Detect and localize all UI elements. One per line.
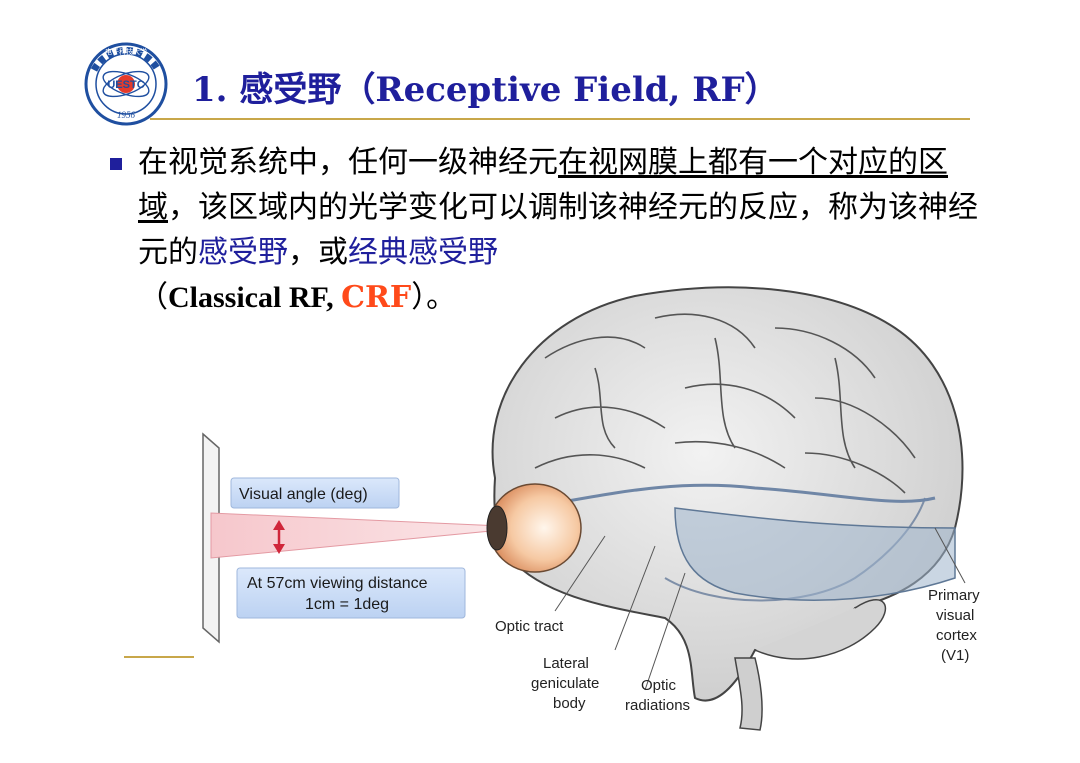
text-segment: （ bbox=[138, 280, 168, 315]
v1-label-line2: visual bbox=[936, 607, 974, 624]
text-segment: ）。 bbox=[411, 280, 457, 315]
term-classical-rf: 经典感受野 bbox=[348, 235, 498, 270]
optic-radiations-line2: radiations bbox=[625, 697, 690, 714]
lgn-label-line3: body bbox=[553, 695, 586, 712]
slide-title: 1. 感受野（Receptive Field, RF） bbox=[192, 70, 779, 110]
text-segment: ，或 bbox=[288, 235, 348, 270]
title-divider bbox=[150, 118, 970, 120]
logo-year: 1956 bbox=[117, 110, 136, 120]
viewing-distance-line1: At 57cm viewing distance bbox=[247, 575, 428, 592]
university-logo: UESTC 1956 电子科技大学 bbox=[84, 42, 168, 126]
term-receptive-field: 感受野 bbox=[198, 235, 288, 270]
eyeball-illustration bbox=[486, 483, 582, 573]
bullet-marker-icon bbox=[110, 158, 122, 170]
lgn-label-line2: geniculate bbox=[531, 675, 599, 692]
visual-angle-label: Visual angle (deg) bbox=[239, 486, 368, 503]
v1-label-line3: cortex bbox=[936, 627, 977, 644]
lgn-label-line1: Lateral bbox=[543, 655, 589, 672]
visual-angle-beam bbox=[210, 512, 502, 559]
visual-angle-label-box: Visual angle (deg) bbox=[230, 477, 400, 509]
text-classical-rf-english: Classical RF, bbox=[168, 281, 342, 314]
brain-visual-pathway-figure: Visual angle (deg) At 57cm viewing dista… bbox=[202, 286, 980, 731]
logo-ring-text: 电子科技大学 bbox=[105, 47, 147, 56]
visual-angle-arrow-icon bbox=[273, 520, 285, 554]
underlined-phrase: 在视网膜上都有一个对应的区域 bbox=[138, 145, 948, 225]
logo-center-text: UESTC bbox=[107, 79, 144, 91]
brain-illustration bbox=[491, 286, 964, 731]
viewing-distance-line2: 1cm = 1deg bbox=[305, 596, 389, 613]
text-segment: 在视觉系统中，任何一级神经元 bbox=[138, 145, 558, 180]
optic-tract-label: Optic tract bbox=[495, 618, 564, 635]
footer-divider bbox=[124, 656, 194, 658]
viewing-distance-label-box: At 57cm viewing distance 1cm = 1deg bbox=[236, 567, 466, 619]
text-segment: ，该区域内的光学变化可以调制该神经元的反应，称为该神经元的 bbox=[138, 190, 978, 270]
optic-radiations-line1: Optic bbox=[641, 677, 677, 694]
bullet-paragraph: 在视觉系统中，任何一级神经元在视网膜上都有一个对应的区域，该区域内的光学变化可以… bbox=[138, 140, 978, 320]
v1-label-line4: (V1) bbox=[941, 647, 969, 664]
label-leader-lines bbox=[554, 527, 966, 691]
v1-label-line1: Primary bbox=[928, 587, 980, 604]
term-crf: CRF bbox=[341, 280, 412, 315]
